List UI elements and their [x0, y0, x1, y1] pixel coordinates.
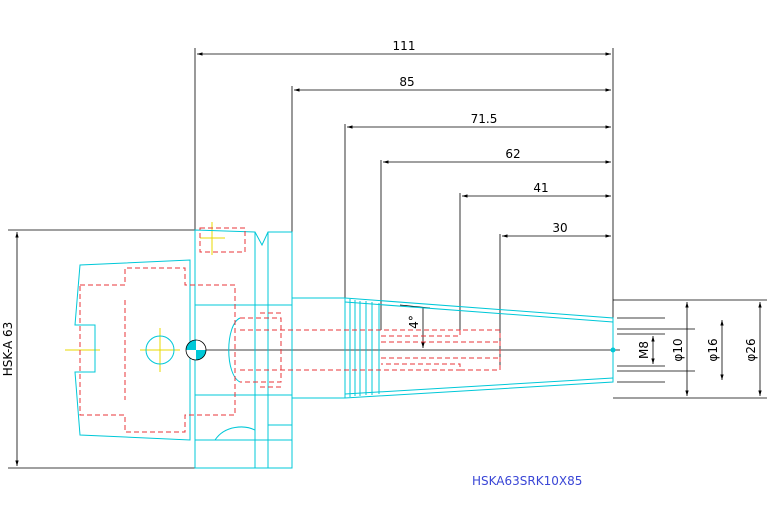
dim-label-85: 85 — [399, 75, 414, 89]
centerlines — [65, 222, 620, 372]
dim-label-62: 62 — [505, 147, 520, 161]
flange-dim-label: HSK-A 63 — [1, 322, 15, 377]
d26-label: φ26 — [744, 338, 758, 361]
angle-label: 4° — [407, 315, 421, 329]
dim-label-30: 30 — [552, 221, 567, 235]
diameter-dimensions: M8 φ10 φ16 φ26 — [613, 299, 767, 399]
d16-label: φ16 — [706, 338, 720, 361]
dim-label-71-5: 71.5 — [471, 112, 498, 126]
hidden-lines — [79, 227, 501, 433]
length-dimensions: 111 85 71.5 62 41 30 — [194, 39, 614, 368]
holder-outline — [74, 229, 616, 469]
gauge-symbol — [185, 339, 207, 361]
thread-label: M8 — [637, 341, 651, 359]
model-code: HSKA63SRK10X85 — [472, 474, 582, 488]
d10-label: φ10 — [671, 338, 685, 361]
flange-dimension: HSK-A 63 — [1, 229, 195, 469]
dim-label-111: 111 — [393, 39, 416, 53]
dim-label-41: 41 — [533, 181, 548, 195]
